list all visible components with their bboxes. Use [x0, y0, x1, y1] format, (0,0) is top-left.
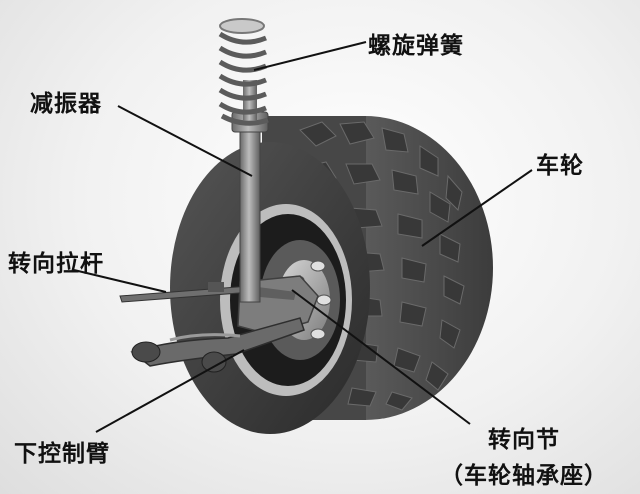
leader-wheel	[421, 169, 533, 247]
label-shock-absorber: 减振器	[30, 91, 102, 117]
label-knuckle-subtitle: （车轮轴承座）	[440, 463, 608, 489]
label-tie-rod: 转向拉杆	[8, 251, 104, 277]
label-wheel: 车轮	[536, 153, 584, 179]
leader-tie-rod	[73, 269, 167, 293]
lower-control-arm	[130, 317, 305, 373]
leader-lower-arm	[95, 349, 245, 433]
label-steering-knuckle: 转向节	[488, 427, 560, 453]
leader-spring	[253, 41, 367, 71]
label-lower-control-arm: 下控制臂	[14, 441, 110, 467]
leader-lines	[73, 41, 533, 433]
label-coil-spring: 螺旋弹簧	[368, 33, 464, 59]
leader-knuckle	[291, 289, 471, 425]
coil-spring	[218, 18, 269, 126]
leader-shock	[117, 105, 253, 177]
